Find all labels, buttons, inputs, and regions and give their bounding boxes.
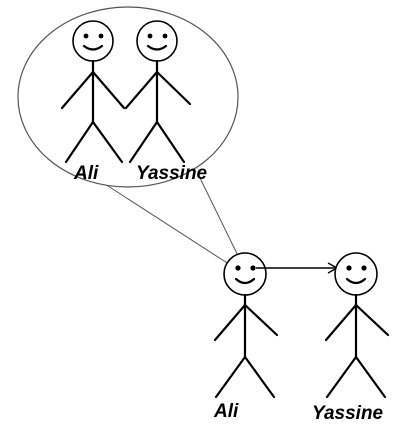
label-yassine: Yassine — [312, 403, 384, 424]
stick-figure-yassine — [324, 252, 390, 399]
scene: Ali Yassine — [213, 252, 390, 424]
bubble-stick-figure-yassine — [124, 20, 192, 164]
bubble-label-yassine: Yassine — [136, 163, 208, 184]
label-ali: Ali — [213, 401, 239, 422]
bubble-label-ali: Ali — [73, 163, 99, 184]
zoom-bubble: Ali Yassine — [17, 6, 245, 271]
arrow-ali-to-yassine — [256, 262, 339, 274]
bubble-stick-figure-ali — [60, 20, 126, 164]
stick-figure-ali — [213, 252, 279, 399]
